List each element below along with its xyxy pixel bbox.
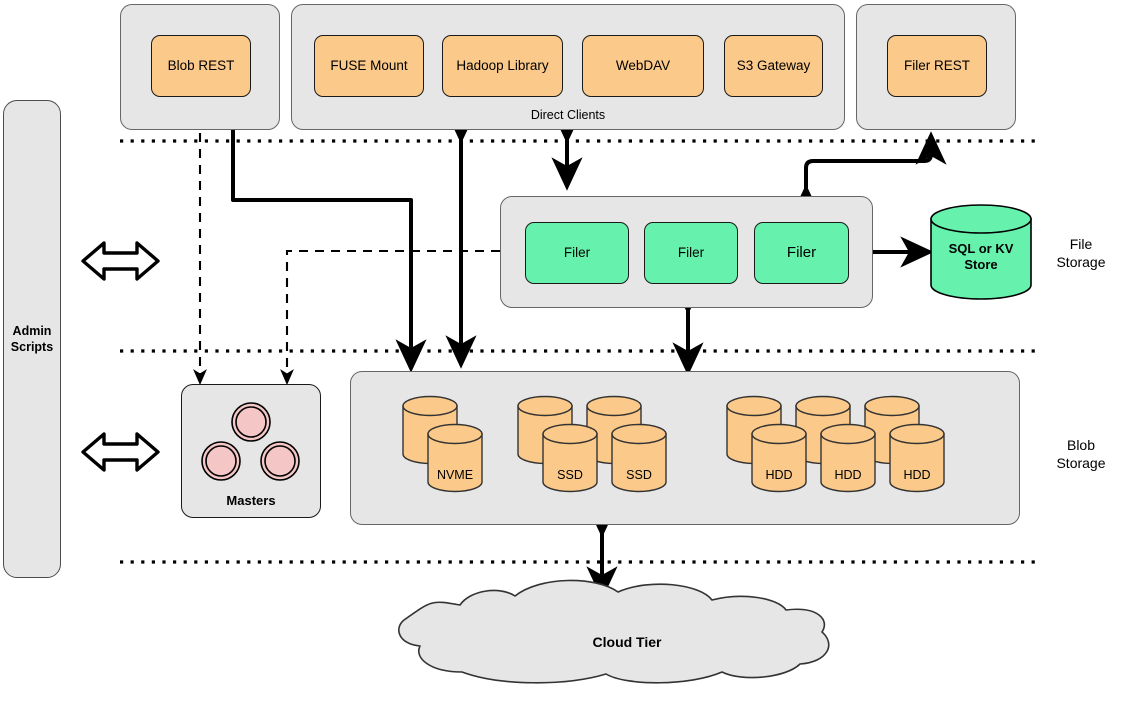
node-s3-gateway[interactable]: S3 Gateway [724,35,823,97]
cloud-tier-label: Cloud Tier [592,634,662,650]
cylinder-group-nvme [402,395,483,493]
node-fuse-mount[interactable]: FUSE Mount [314,35,424,97]
connector-filer-masters [280,249,500,386]
node-filer-2[interactable]: Filer [644,222,738,284]
admin-scripts-label: Admin Scripts [10,323,54,354]
node-webdav[interactable]: WebDAV [582,35,704,97]
admin-scripts-box[interactable]: Admin Scripts [3,100,61,578]
filer-rest-group: Filer REST [856,4,1016,130]
cylinder-group-hdd [726,395,945,493]
connector-filerrest-filergroup [790,131,947,218]
masters-label: Masters [226,493,276,508]
admin-arrow-blob-storage [81,432,160,472]
cylinder-group-ssd [517,395,667,493]
connector-blobrest-volumes [231,128,427,373]
file-storage-side-label: File Storage [1056,236,1106,271]
volume-cylinders [402,395,945,493]
blob-rest-group: Blob REST [120,4,280,130]
metadata-store-cylinder[interactable]: SQL or KV Store [929,203,1033,301]
node-filer-rest[interactable]: Filer REST [887,35,987,97]
masters-group: Masters [181,384,321,518]
volume-servers-group: NVME SSD SSD HDD HDD HDD [350,371,1020,525]
node-filer-3[interactable]: Filer [754,222,849,284]
blob-storage-side-label: Blob Storage [1056,437,1106,472]
node-hadoop-library[interactable]: Hadoop Library [442,35,563,97]
filer-group: Filer Filer Filer [500,196,873,308]
admin-arrow-file-storage [81,241,160,281]
masters-nodes [201,402,300,481]
cloud-tier-shape [398,579,830,684]
node-filer-1[interactable]: Filer [525,222,629,284]
node-blob-rest[interactable]: Blob REST [151,35,251,97]
direct-clients-caption: Direct Clients [530,108,606,122]
metadata-store-label: SQL or KV Store [948,241,1014,272]
direct-clients-group: FUSE Mount Hadoop Library WebDAV S3 Gate… [291,4,845,130]
cylinder-shape [930,204,1032,300]
